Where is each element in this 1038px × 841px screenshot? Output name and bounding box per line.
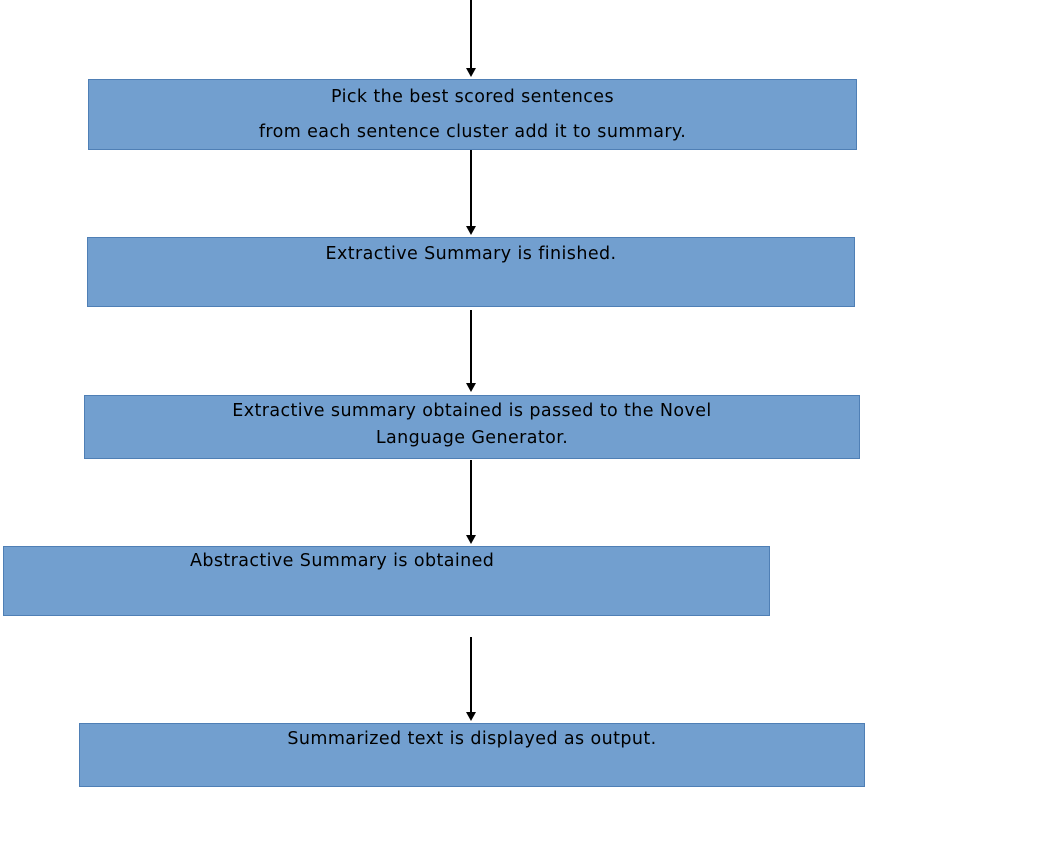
step-3-line-1: Extractive summary obtained is passed to… bbox=[232, 401, 712, 421]
step-box-display-output: Summarized text is displayed as output. bbox=[79, 723, 865, 787]
step-box-novel-language-generator: Extractive summary obtained is passed to… bbox=[84, 395, 860, 459]
step-4-line-1: Abstractive Summary is obtained bbox=[190, 551, 495, 571]
step-3-line-2: Language Generator. bbox=[375, 428, 569, 448]
step-box-pick-best-sentences: Pick the best scored sentences from each… bbox=[88, 79, 857, 150]
step-box-abstractive-summary: Abstractive Summary is obtained bbox=[3, 546, 770, 616]
step-1-line-1: Pick the best scored sentences bbox=[331, 87, 614, 107]
step-1-line-2: from each sentence cluster add it to sum… bbox=[258, 122, 687, 142]
step-box-extractive-finished: Extractive Summary is finished. bbox=[87, 237, 855, 307]
step-5-line-1: Summarized text is displayed as output. bbox=[287, 729, 657, 749]
step-2-line-1: Extractive Summary is finished. bbox=[325, 244, 617, 264]
